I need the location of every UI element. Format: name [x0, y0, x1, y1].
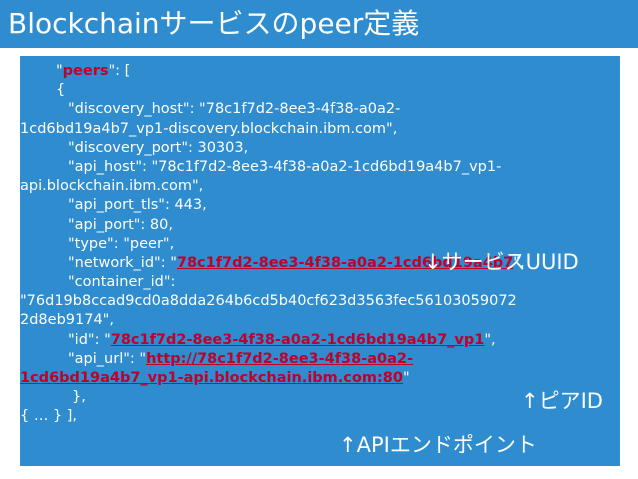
- code-text: ": [56, 63, 63, 79]
- api-endpoint-annotation: ↑APIエンドポイント: [339, 433, 537, 457]
- title-bar: Blockchainサービスのpeer定義: [0, 0, 638, 48]
- code-line: },: [72, 389, 86, 406]
- code-line: 2d8eb9174",: [20, 312, 114, 329]
- code-text: "api_url": ": [68, 350, 147, 367]
- peer-id-annotation: ↑ピアID: [521, 389, 603, 413]
- code-line: "api_port_tls": 443,: [68, 197, 207, 214]
- code-line: "type": "peer",: [68, 235, 175, 252]
- api-url-link-cont[interactable]: 1cd6bd19a4b7_vp1-api.blockchain.ibm.com:…: [20, 370, 403, 386]
- code-text: ",: [513, 254, 525, 271]
- code-line: "peers": [: [20, 62, 620, 81]
- network-id-value: 78c1f7d2-8ee3-4f38-a0a2-1cd6bd19a4b7: [176, 254, 514, 271]
- code-line: "id": "78c1f7d2-8ee3-4f38-a0a2-1cd6bd19a…: [20, 331, 620, 350]
- code-text: ",: [484, 331, 496, 348]
- code-text: ": [402, 370, 410, 386]
- code-line: "api_url": "http://78c1f7d2-8ee3-4f38-a0…: [20, 350, 620, 369]
- code-line: "76d19b8ccad9cd0a8dda264b6cd5b40cf623d35…: [20, 293, 517, 310]
- code-line: 1cd6bd19a4b7_vp1-discovery.blockchain.ib…: [20, 120, 398, 137]
- code-line: "api_host": "78c1f7d2-8ee3-4f38-a0a2-1cd…: [68, 158, 502, 175]
- peer-id-value: 78c1f7d2-8ee3-4f38-a0a2-1cd6bd19a4b7_vp1: [110, 331, 485, 348]
- code-line: api.blockchain.ibm.com",: [20, 178, 204, 195]
- code-line: "api_port": 80,: [68, 216, 173, 233]
- code-line: "discovery_host": "78c1f7d2-8ee3-4f38-a0…: [68, 101, 401, 118]
- service-uuid-annotation: ↓サービスUUID: [424, 250, 579, 274]
- code-block: "peers": [ { "discovery_host": "78c1f7d2…: [20, 62, 620, 427]
- code-line: "container_id":: [68, 274, 176, 291]
- code-text: "id": ": [68, 331, 111, 348]
- code-text: ": [: [108, 63, 131, 79]
- code-line: 1cd6bd19a4b7_vp1-api.blockchain.ibm.com:…: [20, 369, 620, 388]
- peers-key: peers: [62, 63, 109, 79]
- code-text: "network_id": ": [68, 254, 177, 271]
- api-url-link[interactable]: http://78c1f7d2-8ee3-4f38-a0a2-: [146, 350, 413, 367]
- slide-title: Blockchainサービスのpeer定義: [8, 7, 420, 40]
- code-line: "network_id": "78c1f7d2-8ee3-4f38-a0a2-1…: [20, 254, 620, 273]
- code-line: { … } ],: [20, 408, 78, 425]
- code-line: {: [56, 82, 66, 99]
- code-line: "discovery_port": 30303,: [68, 139, 249, 156]
- code-panel: [20, 56, 620, 466]
